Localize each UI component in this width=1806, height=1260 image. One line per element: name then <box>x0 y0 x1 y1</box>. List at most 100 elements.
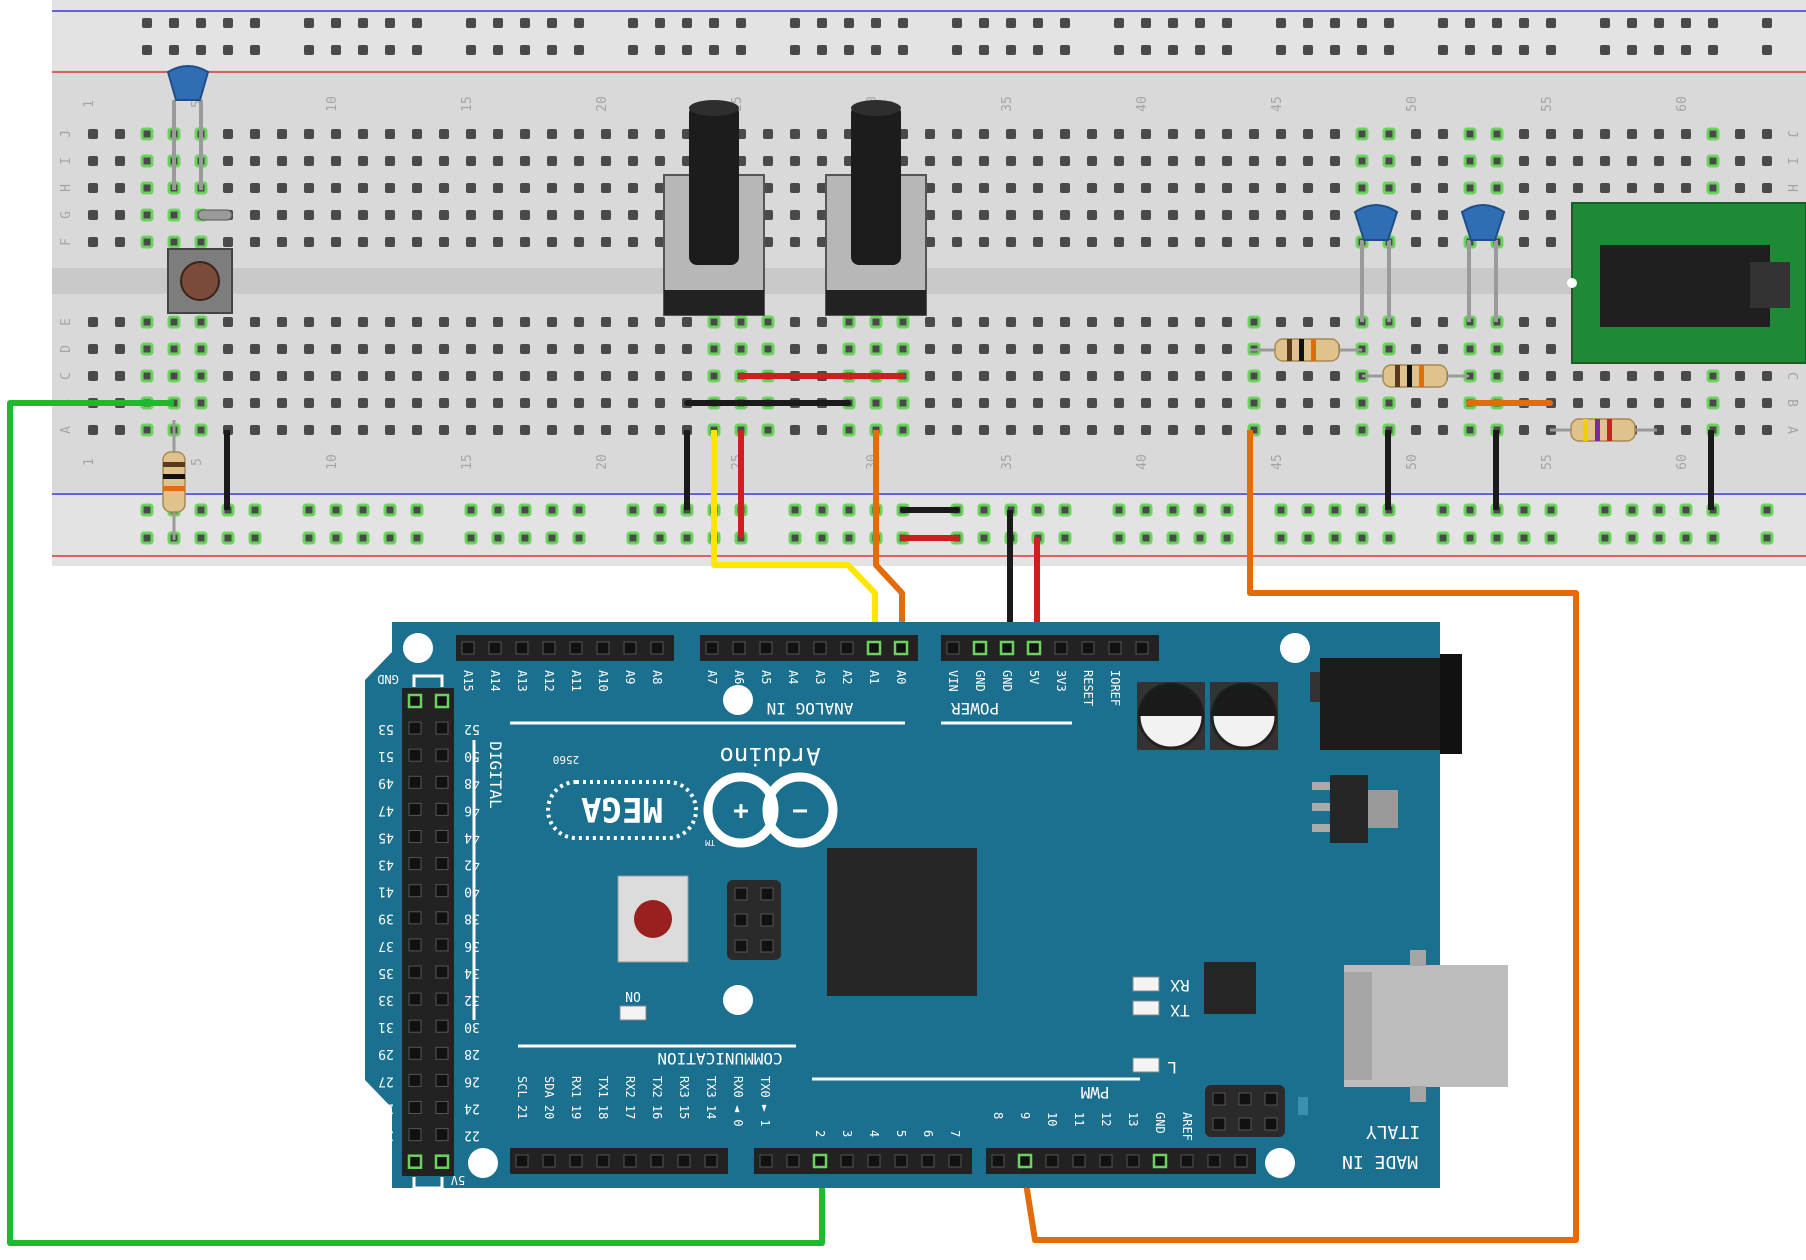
breadboard-hole <box>655 425 665 435</box>
breadboard-hole <box>88 210 98 220</box>
breadboard-hole <box>385 183 395 193</box>
rail-hole <box>1114 18 1124 28</box>
rail-hole <box>979 18 989 28</box>
rail-hole <box>628 45 638 55</box>
breadboard-hole <box>790 237 800 247</box>
breadboard-hole <box>223 371 233 381</box>
rail-hole <box>1465 45 1475 55</box>
capacitor-ceramic-3 <box>1460 204 1506 322</box>
rail-hole <box>1625 503 1639 517</box>
breadboard-hole <box>979 398 989 408</box>
breadboard-hole <box>439 183 449 193</box>
rail-hole <box>169 45 179 55</box>
breadboard-hole <box>601 210 611 220</box>
breadboard-hole <box>304 237 314 247</box>
breadboard-hole <box>250 129 260 139</box>
breadboard-hole <box>547 425 557 435</box>
analog-pin-label: A5 <box>759 670 773 684</box>
breadboard-hole <box>1114 183 1124 193</box>
breadboard-hole <box>763 183 773 193</box>
breadboard-hole <box>707 342 721 356</box>
header-right-pin-label: 42 <box>464 857 480 872</box>
breadboard-hole <box>1438 425 1448 435</box>
breadboard-hole <box>896 342 910 356</box>
breadboard-hole <box>331 371 341 381</box>
breadboard-hole <box>869 396 883 410</box>
rail-hole <box>1139 531 1153 545</box>
breadboard-hole <box>1546 317 1556 327</box>
analog-pin-label: A14 <box>488 670 502 692</box>
rail-hole <box>736 45 746 55</box>
breadboard-hole <box>1087 210 1097 220</box>
breadboard-hole <box>1490 342 1504 356</box>
rail-hole <box>574 45 584 55</box>
breadboard-hole <box>358 210 368 220</box>
breadboard-hole <box>1006 371 1016 381</box>
digital-pin-label: 2 <box>813 1130 827 1137</box>
breadboard-hole <box>1681 371 1691 381</box>
header-pin <box>408 830 422 843</box>
column-number: 15 <box>460 454 475 470</box>
breadboard-hole <box>925 237 935 247</box>
header-left-pin-label: 45 <box>378 829 394 844</box>
column-number: 55 <box>1540 454 1555 470</box>
header-pin <box>596 1154 610 1168</box>
header-pin <box>435 965 449 979</box>
breadboard-hole <box>790 183 800 193</box>
breadboard-hole <box>547 344 557 354</box>
breadboard-hole <box>194 315 208 329</box>
breadboard-hole <box>277 317 287 327</box>
rail-hole <box>331 45 341 55</box>
breadboard-hole <box>1006 425 1016 435</box>
breadboard-hole <box>1060 210 1070 220</box>
breadboard-hole <box>520 210 530 220</box>
pwm-pin-label: 8 <box>991 1112 1005 1119</box>
rail-hole <box>1627 18 1637 28</box>
rail-hole <box>952 45 962 55</box>
rail-hole <box>1679 503 1693 517</box>
breadboard-hole <box>1762 371 1772 381</box>
breadboard-hole <box>1654 425 1664 435</box>
header-pin <box>434 693 450 709</box>
column-number: 50 <box>1405 96 1420 112</box>
rail-hole <box>842 503 856 517</box>
breadboard-hole <box>520 398 530 408</box>
breadboard-hole <box>331 317 341 327</box>
rail-hole <box>250 18 260 28</box>
rail-hole <box>1546 18 1556 28</box>
breadboard-hole <box>385 344 395 354</box>
breadboard-hole <box>628 210 638 220</box>
breadboard-hole <box>763 210 773 220</box>
rail-hole <box>302 531 316 545</box>
breadboard-hole <box>88 156 98 166</box>
breadboard-hole <box>1382 396 1396 410</box>
pwm-pin-label: 10 <box>1045 1112 1059 1126</box>
rail-hole <box>1112 503 1126 517</box>
breadboard-hole <box>547 371 557 381</box>
header-pin <box>650 641 664 655</box>
breadboard-hole <box>547 156 557 166</box>
comm-pin-label: RX2 17 <box>623 1076 637 1119</box>
breadboard-hole <box>1330 156 1340 166</box>
breadboard-hole <box>1087 129 1097 139</box>
breadboard-hole <box>167 235 181 249</box>
breadboard-hole <box>1411 398 1421 408</box>
breadboard-hole <box>1087 371 1097 381</box>
header-pin <box>407 1154 423 1169</box>
breadboard-hole <box>1546 129 1556 139</box>
breadboard-hole <box>1438 317 1448 327</box>
header-pin <box>1234 1154 1248 1168</box>
breadboard-hole <box>790 210 800 220</box>
breadboard-hole <box>1087 344 1097 354</box>
rail-hole <box>466 18 476 28</box>
row-letter: I <box>59 157 74 165</box>
rail-hole <box>1438 18 1448 28</box>
digital-bracket-bottom <box>412 1177 444 1190</box>
rail-hole <box>1598 503 1612 517</box>
analog-pin-label: A6 <box>732 670 746 684</box>
breadboard-hole <box>1654 398 1664 408</box>
breadboard-hole <box>952 371 962 381</box>
breadboard-hole <box>601 129 611 139</box>
rail-hole <box>491 503 505 517</box>
breadboard-hole <box>250 425 260 435</box>
